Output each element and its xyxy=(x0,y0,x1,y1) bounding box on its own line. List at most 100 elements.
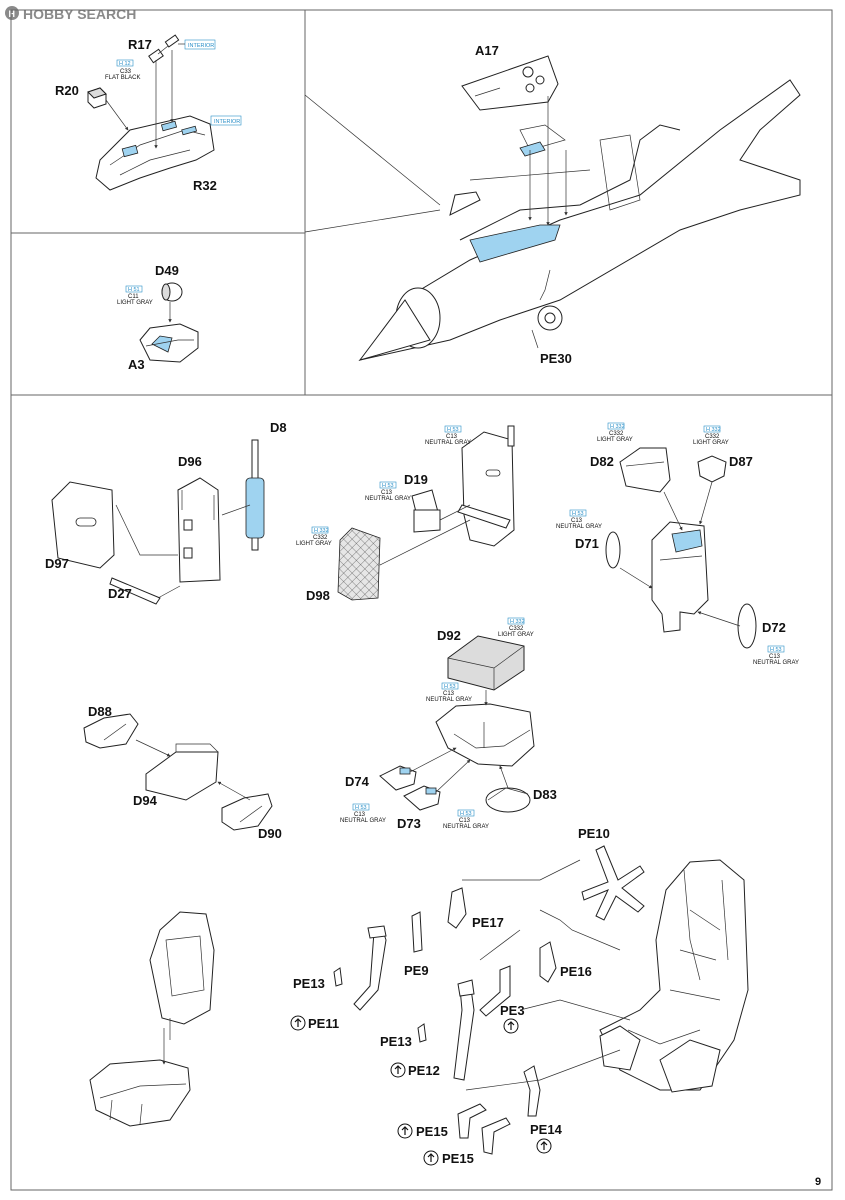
part-r17-drawing xyxy=(148,34,180,64)
bend-icon xyxy=(507,1021,515,1030)
part-d74-drawing xyxy=(379,765,417,791)
part-strap-left-drawing xyxy=(353,925,387,1011)
part-label-pe11: PE11 xyxy=(308,1016,339,1031)
callout-d87-c: C332 xyxy=(705,434,720,440)
part-label-pe12: PE12 xyxy=(408,1063,440,1078)
callout-d74-name: NEUTRAL GRAY xyxy=(340,818,386,824)
part-pe9-drawing xyxy=(411,911,423,953)
callout-seatback-h: H 53 xyxy=(447,427,459,433)
part-label-d71: D71 xyxy=(575,536,599,551)
part-d98-drawing xyxy=(337,527,381,601)
step-seat-back-armor: D98 H 332 C332 LIGHT GRAY D19 H 53 C13 N… xyxy=(296,425,515,603)
callout-d71-c: C13 xyxy=(571,518,583,524)
callout-d19-h: H 53 xyxy=(382,483,394,489)
part-d73-drawing xyxy=(403,785,441,811)
part-d92-drawing xyxy=(447,635,525,691)
callout-d72-name: NEUTRAL GRAY xyxy=(753,660,799,666)
part-label-pe17: PE17 xyxy=(472,915,504,930)
callout-r20-c: C33 xyxy=(120,69,132,75)
callout-d98-name: LIGHT GRAY xyxy=(296,541,332,547)
part-d83-drawing xyxy=(485,787,531,813)
part-d94-drawing xyxy=(145,743,219,801)
step-fuselage-canopy: A17 PE30 xyxy=(304,43,801,366)
part-pe14-drawing xyxy=(523,1065,541,1117)
panel-frames xyxy=(10,9,833,1191)
part-tub-drawing xyxy=(435,703,535,767)
part-label-r17: R17 xyxy=(128,37,152,52)
callout-d92-c: C332 xyxy=(509,626,524,632)
part-label-pe15a: PE15 xyxy=(416,1124,448,1139)
part-label-d8: D8 xyxy=(270,420,287,435)
part-label-d87: D87 xyxy=(729,454,753,469)
callout-d92-name: LIGHT GRAY xyxy=(498,632,534,638)
step-photo-etch-harness: PE10 PE17 PE9 PE13 PE11 PE16 PE3 xyxy=(290,826,749,1166)
part-label-d97: D97 xyxy=(45,556,69,571)
part-label-pe30: PE30 xyxy=(540,351,572,366)
callout-d19-c: C13 xyxy=(381,490,393,496)
callout-d87-name: LIGHT GRAY xyxy=(693,440,729,446)
part-d97-drawing xyxy=(51,481,115,569)
callout-r20-h: H 12 xyxy=(119,61,131,67)
part-label-d98: D98 xyxy=(306,588,330,603)
part-pe13a-drawing xyxy=(333,967,343,987)
part-label-d88: D88 xyxy=(88,704,112,719)
callout-d92-h: H 332 xyxy=(510,619,525,625)
part-pe15a-drawing xyxy=(457,1103,511,1155)
step-seat-pan-parts: D88 D94 D90 xyxy=(83,704,282,841)
part-label-r20: R20 xyxy=(55,83,79,98)
part-label-d83: D83 xyxy=(533,787,557,802)
part-pe15a-label: PE15 xyxy=(397,1123,448,1139)
bend-icon xyxy=(401,1126,409,1135)
part-label-d73: D73 xyxy=(397,816,421,831)
part-label-pe9: PE9 xyxy=(404,963,429,978)
callout-d83-c: C13 xyxy=(459,818,471,824)
callout-d71-name: NEUTRAL GRAY xyxy=(556,524,602,530)
part-d72-drawing xyxy=(737,603,757,649)
part-d88-drawing xyxy=(83,713,139,749)
callout-d83tub-c: C13 xyxy=(443,691,455,697)
part-label-d94: D94 xyxy=(133,793,158,808)
part-headrest-body-drawing xyxy=(651,521,709,633)
site-logo[interactable]: H HOBBY SEARCH xyxy=(5,6,136,22)
step-seat-assembly xyxy=(89,911,215,1127)
callout-d49-name: LIGHT GRAY xyxy=(117,300,153,306)
callout-interior-r32: INTERIOR xyxy=(214,119,240,125)
part-label-pe13a: PE13 xyxy=(293,976,325,991)
part-label-a17: A17 xyxy=(475,43,499,58)
part-a3-drawing xyxy=(139,323,199,363)
part-d87-drawing xyxy=(697,455,727,483)
part-label-d96: D96 xyxy=(178,454,202,469)
callout-d82-c: C332 xyxy=(609,431,624,437)
callout-seatback-c: C13 xyxy=(446,434,458,440)
part-label-pe16: PE16 xyxy=(560,964,592,979)
page-number: 9 xyxy=(815,1176,821,1188)
part-d96-drawing xyxy=(177,477,221,583)
part-pe16-drawing xyxy=(539,941,557,983)
step-seat-tub: D92 H 332 C332 LIGHT GRAY H 53 C13 NEUTR… xyxy=(340,617,557,831)
step-instrument-coaming: R17 INTERIOR R20 H 12 C33 FLAT BLACK R32… xyxy=(55,34,242,193)
part-label-d27: D27 xyxy=(108,586,132,601)
part-pe10-drawing xyxy=(581,845,645,921)
part-label-d74: D74 xyxy=(345,774,370,789)
part-d49-drawing xyxy=(161,282,183,302)
part-pe11-label: PE11 xyxy=(290,1015,339,1031)
part-label-pe15b: PE15 xyxy=(442,1151,474,1166)
callout-seatback-name: NEUTRAL GRAY xyxy=(425,440,471,446)
bend-icon xyxy=(294,1018,302,1027)
part-label-d82: D82 xyxy=(590,454,614,469)
part-pe17-drawing xyxy=(447,887,467,929)
seat-final-drawing xyxy=(599,859,749,1093)
part-pe3-drawing xyxy=(479,965,511,1017)
callout-d72-h: H 53 xyxy=(770,647,782,653)
logo-text: HOBBY SEARCH xyxy=(23,6,136,22)
part-label-d19: D19 xyxy=(404,472,428,487)
part-label-d92: D92 xyxy=(437,628,461,643)
svg-text:H: H xyxy=(9,9,16,19)
bend-icon xyxy=(394,1065,402,1074)
part-label-pe13b: PE13 xyxy=(380,1034,412,1049)
part-label-d49: D49 xyxy=(155,263,179,278)
callout-d71-h: H 53 xyxy=(572,511,584,517)
fuselage-drawing xyxy=(358,79,801,361)
part-label-pe3: PE3 xyxy=(500,1003,525,1018)
